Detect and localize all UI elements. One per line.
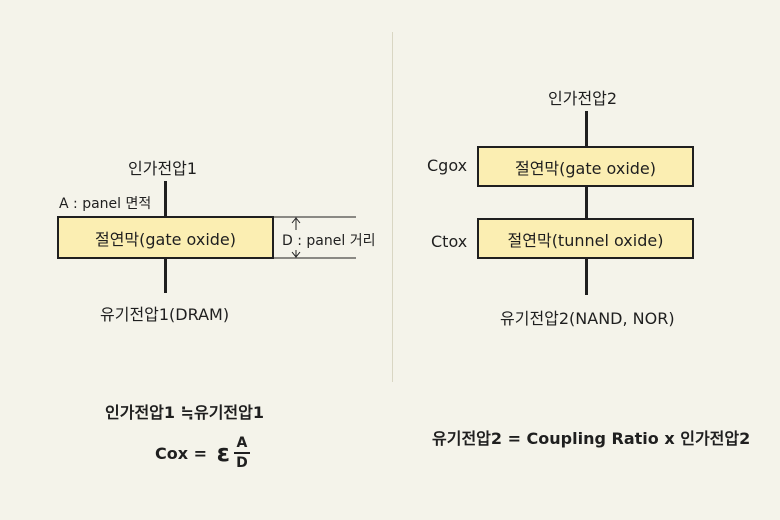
area-label: A : panel 면적	[59, 196, 152, 212]
fraction: A D	[233, 434, 250, 472]
cox-prefix: Cox =	[155, 443, 213, 463]
relation-formula: 인가전압1 ≒유기전압1	[105, 403, 265, 422]
left-oxide-box: 절연막(gate oxide)	[57, 216, 274, 259]
fraction-numerator: A	[236, 435, 248, 451]
right-gate-oxide-box: 절연막(gate oxide)	[477, 146, 694, 187]
right-top-label: 인가전압2	[548, 89, 618, 108]
left-bottom-label: 유기전압1(DRAM)	[100, 305, 230, 324]
right-bottom-lead	[585, 259, 588, 295]
fraction-denominator: D	[236, 455, 248, 471]
arrow-down-icon	[291, 251, 301, 258]
right-middle-lead	[585, 187, 588, 218]
right-tunnel-oxide-box: 절연막(tunnel oxide)	[477, 218, 694, 259]
cgox-label: Cgox	[427, 156, 468, 175]
cox-formula: Cox = ε A D	[155, 430, 250, 476]
center-divider	[392, 32, 393, 382]
epsilon-symbol: ε	[216, 439, 230, 467]
arrow-up-icon	[291, 217, 301, 224]
left-top-label: 인가전압1	[128, 159, 198, 178]
ctox-label: Ctox	[431, 232, 468, 251]
left-top-lead	[164, 181, 167, 216]
right-bottom-label: 유기전압2(NAND, NOR)	[500, 309, 675, 328]
fraction-bar	[233, 452, 250, 454]
distance-label: D : panel 거리	[280, 230, 378, 250]
left-bottom-lead	[164, 259, 167, 293]
right-top-lead	[585, 111, 588, 146]
coupling-formula: 유기전압2 = Coupling Ratio x 인가전압2	[432, 429, 751, 448]
